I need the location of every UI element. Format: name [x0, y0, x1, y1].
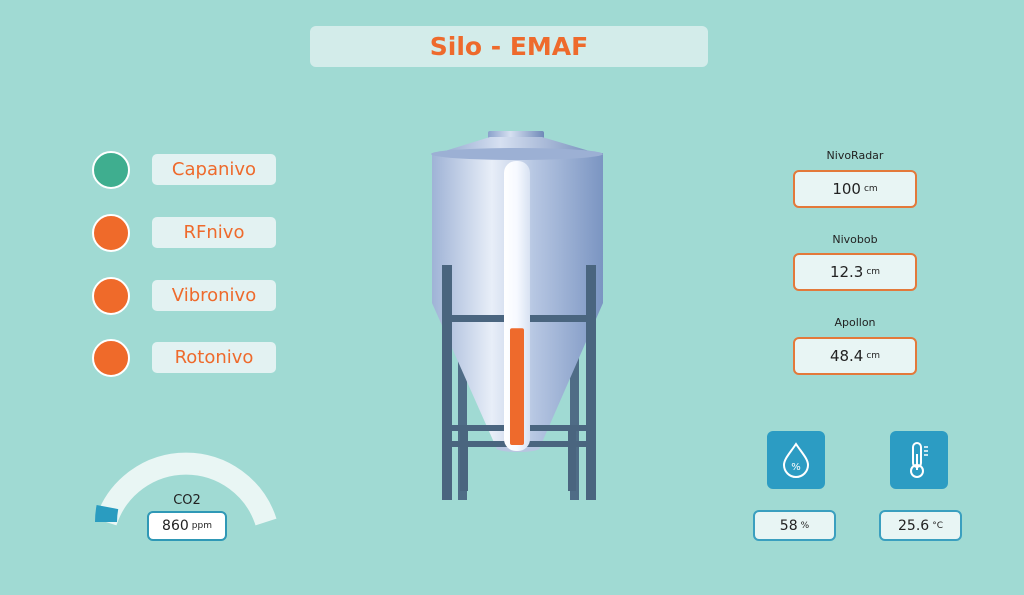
thermometer-icon	[910, 442, 928, 478]
rfnivo-status-indicator	[92, 214, 130, 252]
co2-value-box: 860 ppm	[147, 511, 227, 541]
humidity-tile: %	[767, 431, 825, 489]
co2-gauge-track	[95, 452, 277, 526]
rfnivo-label: RFnivo	[152, 217, 276, 248]
co2-label: CO2	[173, 493, 201, 508]
nivoradar-value-box: 100 cm	[793, 170, 917, 208]
capanivo-status-indicator	[92, 151, 130, 189]
rotonivo-status-indicator	[92, 339, 130, 377]
co2-unit: ppm	[191, 521, 212, 531]
vibronivo-status-indicator	[92, 277, 130, 315]
silo-illustration	[431, 131, 603, 500]
temperature-tile	[890, 431, 948, 489]
silo-leg-front-left	[442, 265, 452, 500]
nivoradar-unit: cm	[863, 184, 878, 194]
co2-gauge-fill	[95, 504, 119, 523]
silo-cross-bar-left	[460, 431, 468, 491]
nivobob-value-box: 12.3 cm	[793, 253, 917, 291]
silo-leg-front-right	[586, 265, 596, 500]
nivobob-label: Nivobob	[832, 233, 878, 246]
silo-leg-back-left	[458, 265, 467, 500]
rotonivo-label: Rotonivo	[152, 342, 276, 373]
svg-text:%: %	[791, 462, 801, 473]
apollon-unit: cm	[866, 351, 881, 361]
nivobob-unit: cm	[866, 267, 881, 277]
temperature-unit: °C	[932, 520, 943, 531]
co2-gauge	[95, 452, 277, 526]
nivobob-value: 12.3	[829, 263, 864, 281]
apollon-value-box: 48.4 cm	[793, 337, 917, 375]
temperature-value: 25.6	[898, 517, 930, 534]
silo-level-fill	[510, 328, 524, 445]
silo-cross-bar-right	[568, 431, 576, 491]
nivoradar-value: 100	[832, 180, 861, 198]
humidity-unit: %	[800, 520, 810, 531]
page-title: Silo - EMAF	[310, 26, 708, 67]
vibronivo-label: Vibronivo	[152, 280, 276, 311]
humidity-value-box: 58 %	[753, 510, 836, 541]
capanivo-label: Capanivo	[152, 154, 276, 185]
apollon-value: 48.4	[829, 347, 864, 365]
temperature-value-box: 25.6 °C	[879, 510, 962, 541]
co2-value: 860	[162, 518, 189, 534]
humidity-value: 58	[779, 517, 798, 534]
apollon-label: Apollon	[834, 316, 876, 329]
humidity-percent-icon: %	[782, 442, 810, 478]
silo-leg-back-right	[570, 265, 579, 500]
nivoradar-label: NivoRadar	[826, 149, 884, 162]
silo-body-top-rim	[431, 148, 603, 160]
